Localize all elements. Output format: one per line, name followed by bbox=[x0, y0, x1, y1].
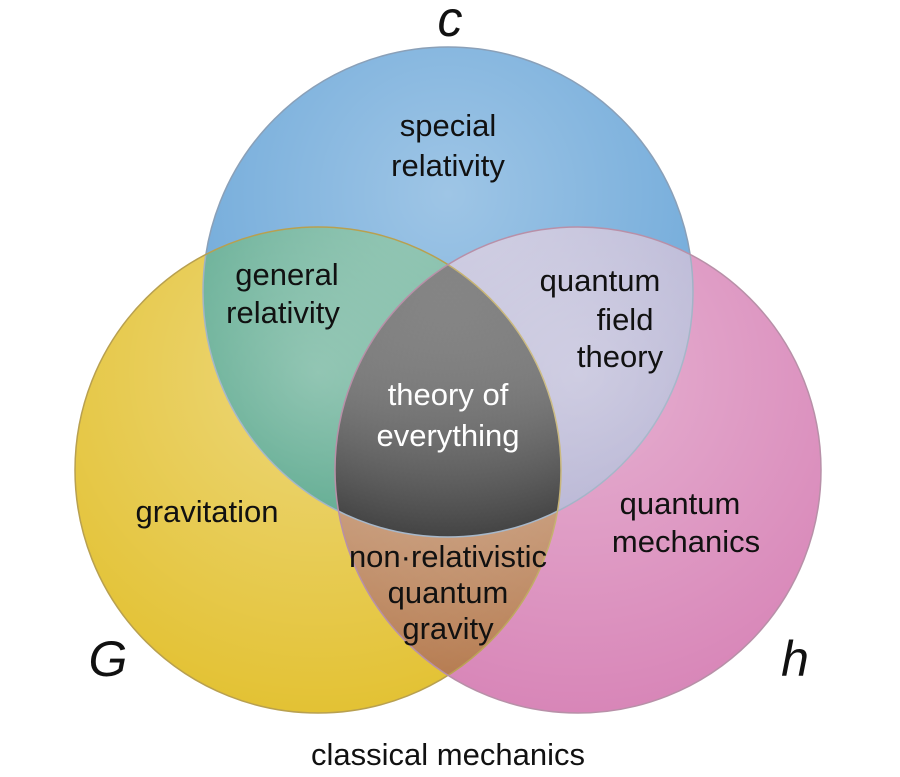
var-c: c bbox=[438, 0, 463, 47]
label-qft-2: field bbox=[597, 302, 654, 337]
label-classical-mechanics: classical mechanics bbox=[311, 737, 585, 772]
var-G: G bbox=[89, 631, 128, 687]
label-gravitation: gravitation bbox=[135, 494, 278, 529]
label-general-relativity-1: general bbox=[235, 257, 338, 292]
label-special-relativity-1: special bbox=[400, 108, 497, 143]
label-nrqg-3: gravity bbox=[402, 611, 494, 646]
circle-h-outline bbox=[334, 226, 822, 714]
label-nrqg-1: non·relativistic bbox=[349, 539, 547, 574]
label-qm-2: mechanics bbox=[612, 524, 760, 559]
label-toe-2: everything bbox=[376, 418, 519, 453]
label-toe-1: theory of bbox=[388, 377, 509, 412]
label-qm-1: quantum bbox=[620, 486, 741, 521]
label-qft-3: theory bbox=[577, 339, 664, 374]
label-nrqg-2: quantum bbox=[388, 575, 509, 610]
label-general-relativity-2: relativity bbox=[226, 295, 340, 330]
label-special-relativity-2: relativity bbox=[391, 148, 505, 183]
var-h: h bbox=[781, 631, 809, 687]
label-qft-1: quantum bbox=[540, 263, 661, 298]
